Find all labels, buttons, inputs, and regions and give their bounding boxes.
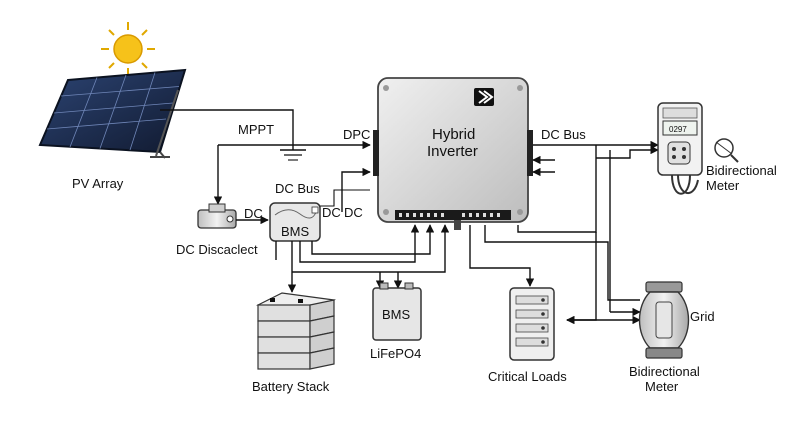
bus-to-loads-wire [566,232,597,325]
inverter-to-grid-wire [484,225,640,301]
dc-disconnect-icon [197,203,237,229]
grid-meter-icon [638,281,690,359]
inverter-title-line2: Inverter [427,143,478,160]
bidirectional-meter-top-icon [657,102,703,195]
battery-stack-icon [255,292,337,370]
brand-logo-icon [474,88,494,106]
bms-aux-wire [320,189,370,207]
bms-module-icon [269,202,321,242]
inverter-title-line1: Hybrid [432,126,475,143]
ground-symbol-icon [280,149,306,161]
mppt-label: MPPT [238,122,274,137]
sun-icon [101,22,155,76]
dc-label-2: DC [322,205,341,220]
hybrid-inverter-icon [373,77,533,230]
magnifier-icon [714,138,739,163]
grid-label: Grid [690,309,715,324]
battery-stack-label: Battery Stack [252,379,330,394]
dc-label-3: DC [344,205,363,220]
inverter-bus-wire [517,145,597,233]
meter-display: 0297 [669,125,687,134]
inverter-to-loads-wire [469,225,535,287]
dc-bus-right-label: DC Bus [541,127,586,142]
meter-top-label-line2: Meter [706,178,740,193]
pv-array-label: PV Array [72,176,124,191]
bus-to-meter-wire [596,145,659,159]
meter-bottom-label-line2: Meter [645,379,679,394]
critical-loads-label: Critical Loads [488,369,567,384]
dc-bus-left-label: DC Bus [275,181,320,196]
lifepo4-pack-icon [372,282,422,341]
dc-disconnect-label: DC Discaсlect [176,242,258,257]
bms-pack-label: BMS [382,307,411,322]
bms-to-inverter-dc-wire [341,167,371,212]
dc-label-1: DC [244,206,263,221]
battery-to-inverter-wire [292,224,450,273]
meter-top-label-line1: Bidirectional [706,163,777,178]
bms-module-label: BMS [281,224,310,239]
meter-bottom-label-line1: Bidirectional [629,364,700,379]
critical-loads-panel-icon [509,287,555,361]
bms-to-inverter-terminal-wire [299,224,420,263]
dpc-label: DPC [343,127,370,142]
bms-to-inverter-terminal-wire-2 [311,224,435,255]
pv-panel-icon [38,68,187,159]
lifepo4-label: LiFePO4 [370,346,421,361]
pv-output-wire [160,109,294,150]
